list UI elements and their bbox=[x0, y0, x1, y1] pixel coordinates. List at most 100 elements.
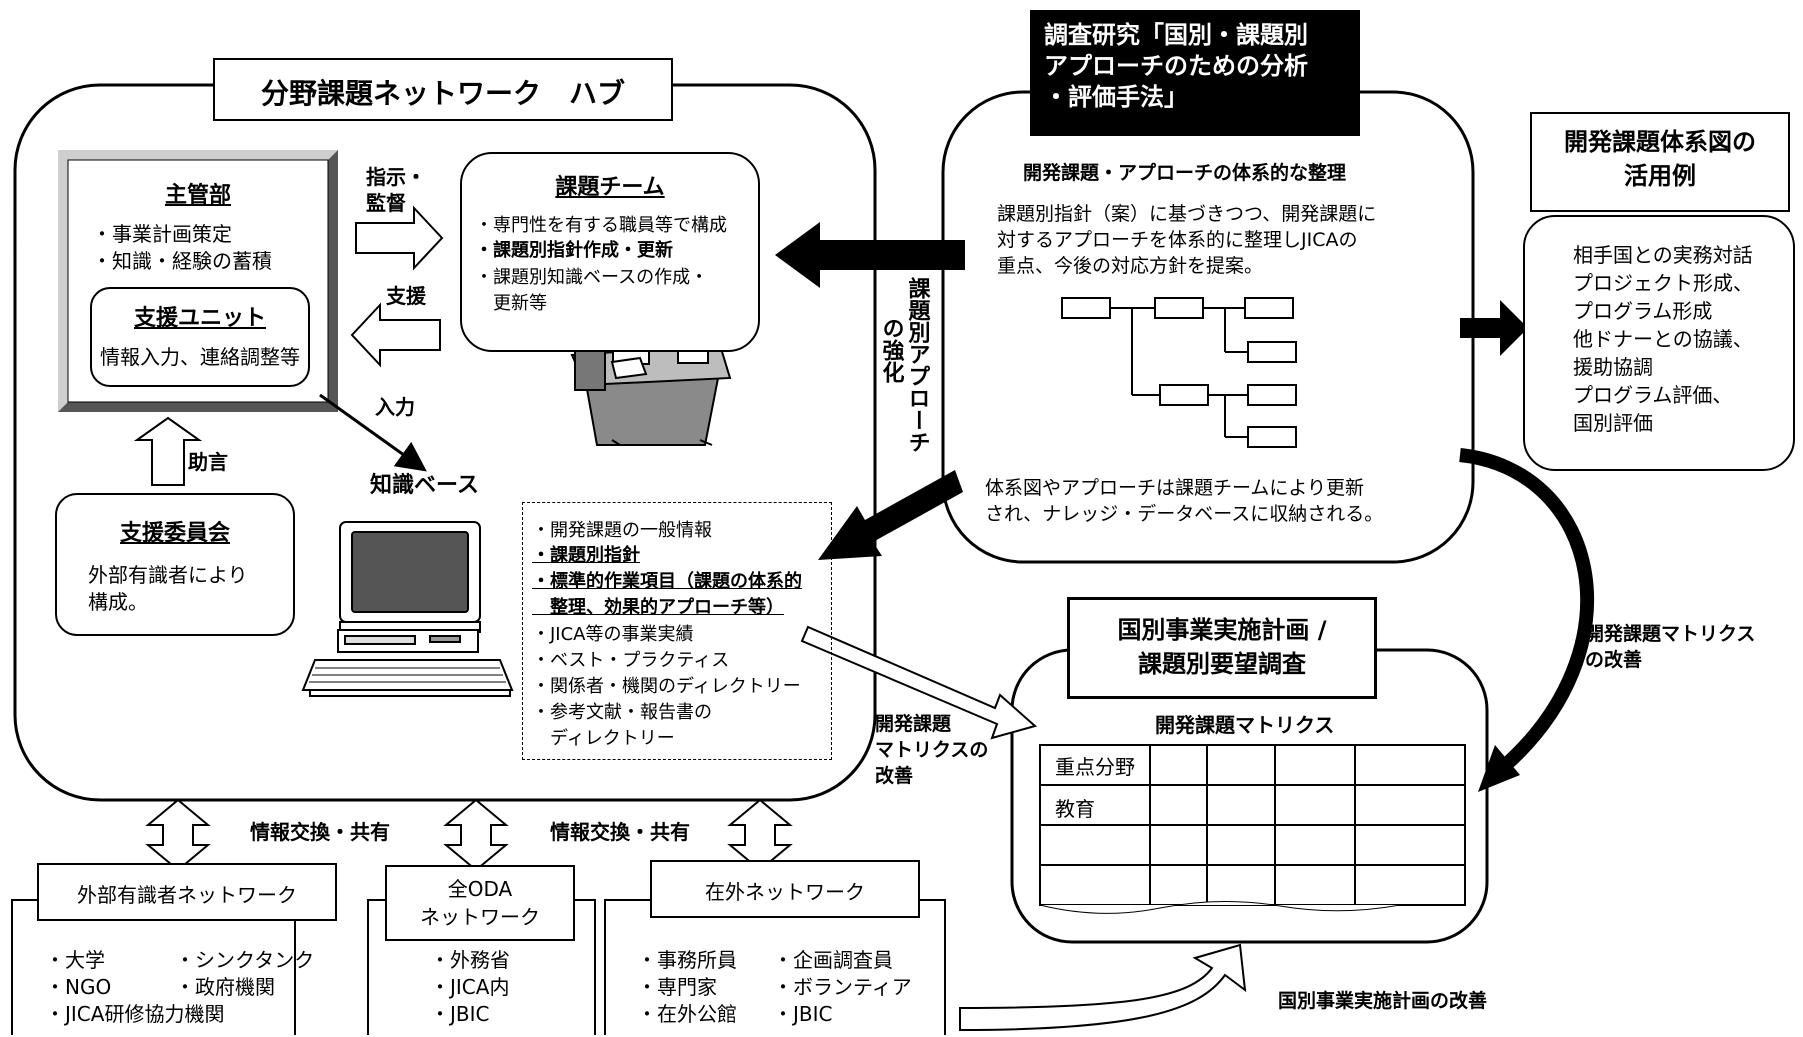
matrix-improve-left-1: 開発課題 bbox=[875, 713, 952, 735]
kb-item-9: ディレクトリー bbox=[532, 728, 675, 749]
research-header: 調査研究「国別・課題別 アプローチのための分析 ・評価手法」 bbox=[1030, 10, 1360, 136]
instruct-label-2: 監督 bbox=[366, 191, 406, 215]
strengthen-arrow-2 bbox=[818, 470, 963, 560]
matrix-improve-left-2: マトリクスの bbox=[875, 739, 989, 761]
kb-to-matrix-arrow bbox=[800, 625, 1038, 740]
plan-improve-arrow bbox=[959, 943, 1247, 1032]
main-dept-item-1: ・事業計画策定 bbox=[92, 222, 232, 246]
task-team-title: 課題チーム bbox=[555, 175, 665, 200]
kb-item-6: ・ベスト・プラクティス bbox=[532, 650, 730, 671]
kb-item-8: ・参考文献・報告書の bbox=[532, 702, 712, 723]
strengthen-label-2: の強化 bbox=[878, 317, 904, 383]
usage-item-4: 他ドナーとの協議、 bbox=[1573, 327, 1753, 351]
usage-title-line-2: 活用例 bbox=[1624, 161, 1696, 190]
kb-item-3: ・標準的作業項目（課題の体系的 bbox=[532, 571, 802, 592]
usage-item-3: プログラム形成 bbox=[1573, 299, 1713, 323]
kb-item-1: ・開発課題の一般情報 bbox=[532, 520, 712, 541]
oda-item-2: ・JICA内 bbox=[430, 975, 510, 999]
usage-title-box: 開発課題体系図の 活用例 bbox=[1530, 112, 1790, 212]
overseas-item-4: ・企画調査員 bbox=[773, 948, 893, 972]
advice-label: 助言 bbox=[188, 450, 228, 474]
instruct-arrow bbox=[355, 205, 444, 271]
research-header-line-3: ・評価手法」 bbox=[1044, 83, 1188, 112]
main-dept-title: 主管部 bbox=[164, 183, 231, 208]
input-arrow bbox=[319, 393, 427, 472]
support-arrow bbox=[350, 302, 441, 368]
hub-title: 分野課題ネットワーク ハブ bbox=[260, 77, 625, 110]
support-unit-box bbox=[90, 287, 310, 387]
overseas-item-3: ・在外公館 bbox=[637, 1002, 737, 1026]
research-footer-2: され、ナレッジ・データベースに収納される。 bbox=[985, 503, 1384, 525]
usage-arrow bbox=[1460, 300, 1528, 356]
external-network-title-box: 外部有識者ネットワーク bbox=[37, 863, 337, 921]
usage-item-2: プロジェクト形成、 bbox=[1573, 271, 1753, 295]
external-item-3: ・JICA研修協力機関 bbox=[45, 1002, 225, 1026]
usage-item-5: 援助協調 bbox=[1573, 355, 1653, 379]
external-item-5: ・政府機関 bbox=[175, 975, 275, 999]
plan-title-box: 国別事業実施計画 / 課題別要望調査 bbox=[1067, 597, 1377, 699]
computer-icon bbox=[301, 521, 514, 697]
research-subtitle: 開発課題・アプローチの体系的な整理 bbox=[1023, 162, 1347, 184]
task-team-item-4: 更新等 bbox=[475, 293, 547, 314]
support-label: 支援 bbox=[386, 284, 426, 308]
support-unit-desc: 情報入力、連絡調整等 bbox=[100, 345, 300, 369]
matrix-row-2: 教育 bbox=[1055, 797, 1095, 821]
plan-title-line-2: 課題別要望調査 bbox=[1138, 649, 1306, 678]
research-desc-2: 対するアプローチを体系的に整理しJICAの bbox=[997, 229, 1358, 251]
team-meeting-illustration bbox=[570, 297, 732, 446]
support-committee-desc-2: 構成。 bbox=[88, 590, 148, 614]
matrix-title: 開発課題マトリクス bbox=[1155, 713, 1335, 737]
matrix-grid bbox=[1039, 744, 1466, 906]
oda-network-title-2: ネットワーク bbox=[420, 905, 540, 929]
external-item-4: ・シンクタンク bbox=[175, 948, 315, 972]
overseas-item-1: ・事務所員 bbox=[637, 948, 737, 972]
exchange-arrow-left bbox=[145, 798, 211, 872]
input-label: 入力 bbox=[375, 395, 415, 419]
plan-title-line-1: 国別事業実施計画 / bbox=[1117, 616, 1327, 644]
usage-item-7: 国別評価 bbox=[1573, 411, 1653, 435]
support-committee-title: 支援委員会 bbox=[119, 521, 230, 546]
overseas-network-title: 在外ネットワーク bbox=[705, 880, 865, 904]
strengthen-label-1: 課題別アプローチ bbox=[904, 277, 930, 453]
support-unit-title: 支援ユニット bbox=[133, 306, 266, 331]
support-committee-desc-1: 外部有識者により bbox=[88, 563, 248, 587]
usage-title-line-1: 開発課題体系図の bbox=[1564, 128, 1756, 156]
task-team-item-1: ・専門性を有する職員等で構成 bbox=[475, 215, 727, 236]
matrix-improve-arrow bbox=[1459, 448, 1595, 776]
oda-network-title-1: 全ODA bbox=[447, 877, 513, 901]
hub-title-box: 分野課題ネットワーク ハブ bbox=[213, 58, 673, 121]
main-dept-item-2: ・知識・経験の蓄積 bbox=[92, 249, 272, 273]
research-desc-3: 重点、今後の対応方針を提案。 bbox=[997, 255, 1264, 277]
usage-item-1: 相手国との実務対話 bbox=[1573, 243, 1753, 267]
oda-item-1: ・外務省 bbox=[430, 948, 510, 972]
strengthen-arrow-1 bbox=[775, 222, 965, 288]
exchange-label-2: 情報交換・共有 bbox=[550, 820, 690, 844]
task-team-item-3: ・課題別知識ベースの作成・ bbox=[475, 267, 709, 288]
plan-improve-label: 国別事業実施計画の改善 bbox=[1278, 990, 1488, 1012]
kb-item-4: 整理、効果的アプローチ等） bbox=[532, 597, 784, 618]
usage-list-box bbox=[1523, 215, 1795, 471]
matrix-improve-right-2: の改善 bbox=[1585, 649, 1643, 671]
external-item-1: ・大学 bbox=[45, 948, 105, 972]
overseas-item-5: ・ボランティア bbox=[773, 975, 912, 999]
support-committee-box bbox=[55, 493, 295, 636]
tree-diagram bbox=[1061, 297, 1297, 448]
overseas-network-title-box: 在外ネットワーク bbox=[650, 860, 920, 918]
research-desc-1: 課題別指針（案）に基づきつつ、開発課題に bbox=[997, 203, 1377, 225]
kb-list-box bbox=[522, 502, 832, 760]
instruct-label-1: 指示・ bbox=[366, 165, 426, 189]
oda-network-title-box: 全ODA ネットワーク bbox=[385, 865, 575, 941]
kb-item-5: ・JICA等の事業実績 bbox=[532, 624, 694, 645]
external-network-title: 外部有識者ネットワーク bbox=[77, 883, 297, 907]
task-team-box bbox=[460, 152, 760, 352]
research-footer-1: 体系図やアプローチは課題チームにより更新 bbox=[985, 477, 1365, 499]
knowledge-base-label: 知識ベース bbox=[370, 473, 479, 498]
oda-item-3: ・JBIC bbox=[430, 1002, 490, 1026]
exchange-arrow-mid bbox=[443, 798, 509, 872]
matrix-improve-right-1: 開発課題マトリクス bbox=[1585, 623, 1756, 645]
usage-item-6: プログラム評価、 bbox=[1573, 383, 1733, 407]
kb-item-7: ・関係者・機関のディレクトリー bbox=[532, 676, 801, 697]
advice-arrow bbox=[133, 416, 203, 486]
matrix-improve-left-3: 改善 bbox=[875, 765, 914, 787]
matrix-row-1: 重点分野 bbox=[1055, 755, 1135, 779]
